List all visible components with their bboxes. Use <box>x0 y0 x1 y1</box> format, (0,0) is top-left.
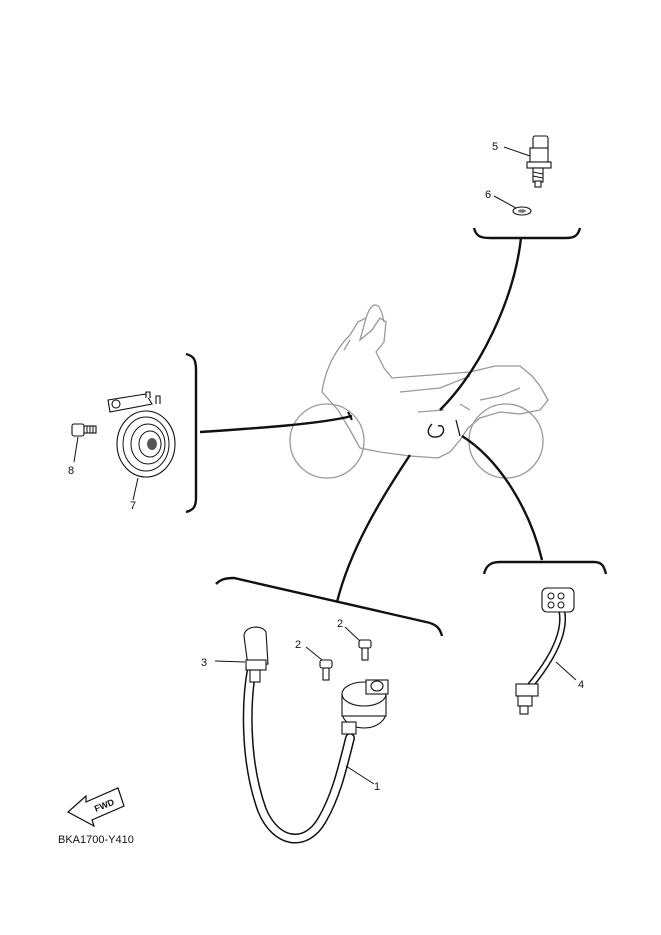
forward-arrow-icon: FWD <box>66 787 125 828</box>
screw-icon <box>319 659 333 681</box>
callout-8: 8 <box>68 465 74 477</box>
callout-1: 1 <box>374 781 380 793</box>
callout-6: 6 <box>485 189 491 201</box>
leader-lines <box>199 237 544 603</box>
temperature-sensor-icon <box>526 135 552 188</box>
bracket-bottom <box>215 576 444 637</box>
screw-icon <box>358 639 372 661</box>
bracket-right <box>482 560 608 575</box>
callout-2: 2 <box>337 618 343 630</box>
callout-7: 7 <box>130 500 136 512</box>
callout-2: 2 <box>295 639 301 651</box>
callout-5: 5 <box>492 141 498 153</box>
horn-bolt-icon <box>71 423 97 437</box>
callout-3: 3 <box>201 657 207 669</box>
bracket-left <box>185 352 198 514</box>
callout-4: 4 <box>578 679 584 691</box>
motorcycle-outline <box>289 304 549 479</box>
spark-plug-cap-icon <box>243 626 269 683</box>
bracket-top <box>472 227 582 240</box>
horn-icon <box>107 391 176 478</box>
gasket-icon <box>512 206 532 216</box>
ignition-coil-icon <box>242 663 389 844</box>
drawing-code: BKA1700-Y410 <box>58 834 134 846</box>
oxygen-sensor-icon <box>515 587 575 715</box>
callout-labels: 1 2 2 3 4 5 6 7 8 <box>68 141 584 793</box>
